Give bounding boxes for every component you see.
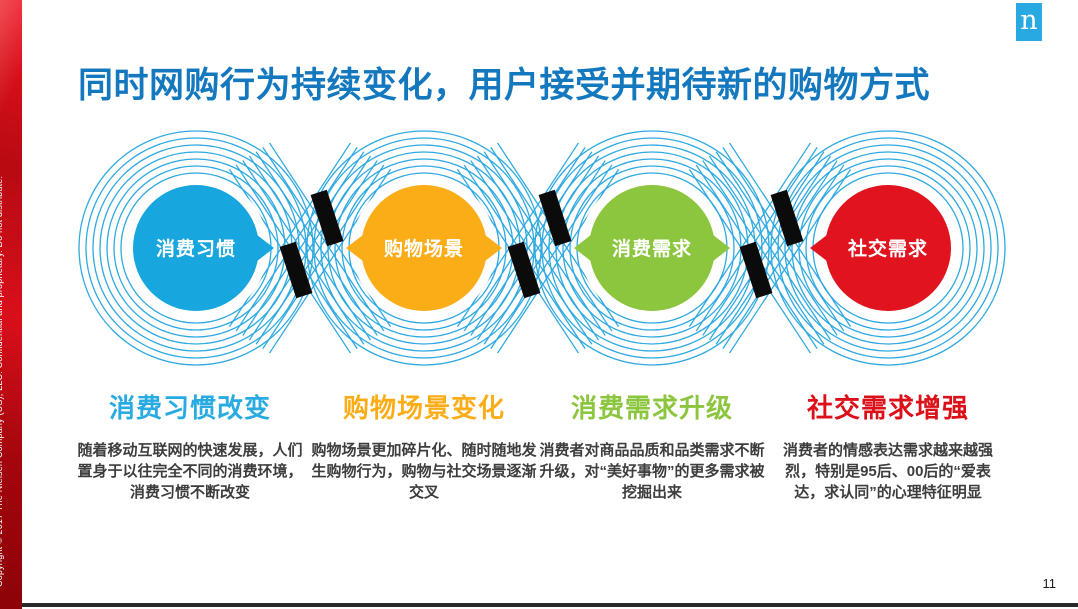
nielsen-logo-letter: n [1020,5,1038,36]
description-columns: 消费习惯改变 随着移动互联网的快速发展，人们置身于以往完全不同的消费环境，消费习… [0,388,1078,548]
column-social-demand: 社交需求增强 消费者的情感表达需求越来越强烈，特别是95后、00后的“爱表达，求… [772,388,1004,503]
crossing-lines [688,142,852,354]
crossing-break-marks [507,189,572,299]
column-consumption-habit: 消费习惯改变 随着移动互联网的快速发展，人们置身于以往完全不同的消费环境，消费习… [74,388,306,503]
node-label: 消费需求 [612,237,692,260]
column-consumption-demand: 消费需求升级 消费者对商品品质和品类需求不断升级，对“美好事物”的更多需求被挖掘… [536,388,768,503]
node-label: 消费习惯 [156,237,236,260]
node-label: 社交需求 [847,237,928,260]
loop-rings [770,130,1006,366]
column-body: 消费者对商品品质和品类需求不断升级，对“美好事物”的更多需求被挖掘出来 [539,442,765,501]
node-3: 消费需求 [574,185,730,311]
loop-chain-diagram: 消费习惯 购物场景 消费需求 社交需求 [78,130,1006,366]
column-heading: 消费习惯改变 [108,393,271,423]
column-body: 购物场景更加碎片化、随时随地发生购物行为，购物与社交场景逐渐交叉 [311,442,537,501]
slide-title: 同时网购行为持续变化，用户接受并期待新的购物方式 [78,66,931,105]
bottom-rule [22,603,1078,607]
crossing-break-marks [739,189,804,299]
column-heading: 消费需求升级 [570,393,733,423]
column-body: 随着移动互联网的快速发展，人们置身于以往完全不同的消费环境，消费习惯不断改变 [77,442,303,501]
node-1: 消费习惯 [133,185,274,311]
column-heading: 社交需求增强 [806,393,969,423]
node-2: 购物场景 [346,185,502,311]
column-shopping-scene: 购物场景变化 购物场景更加碎片化、随时随地发生购物行为，购物与社交场景逐渐交叉 [308,388,540,503]
node-label: 购物场景 [384,237,464,260]
column-body: 消费者的情感表达需求越来越强烈，特别是95后、00后的“爱表达，求认同”的心理特… [782,442,993,501]
crossing-break-marks [279,189,344,299]
node-4: 社交需求 [810,185,951,311]
page-number: 11 [1042,576,1057,591]
red-ribbon: Copyright © 2017 The Nielsen Company (US… [0,0,22,609]
nielsen-logo: n [1016,3,1042,41]
column-heading: 购物场景变化 [342,393,505,423]
